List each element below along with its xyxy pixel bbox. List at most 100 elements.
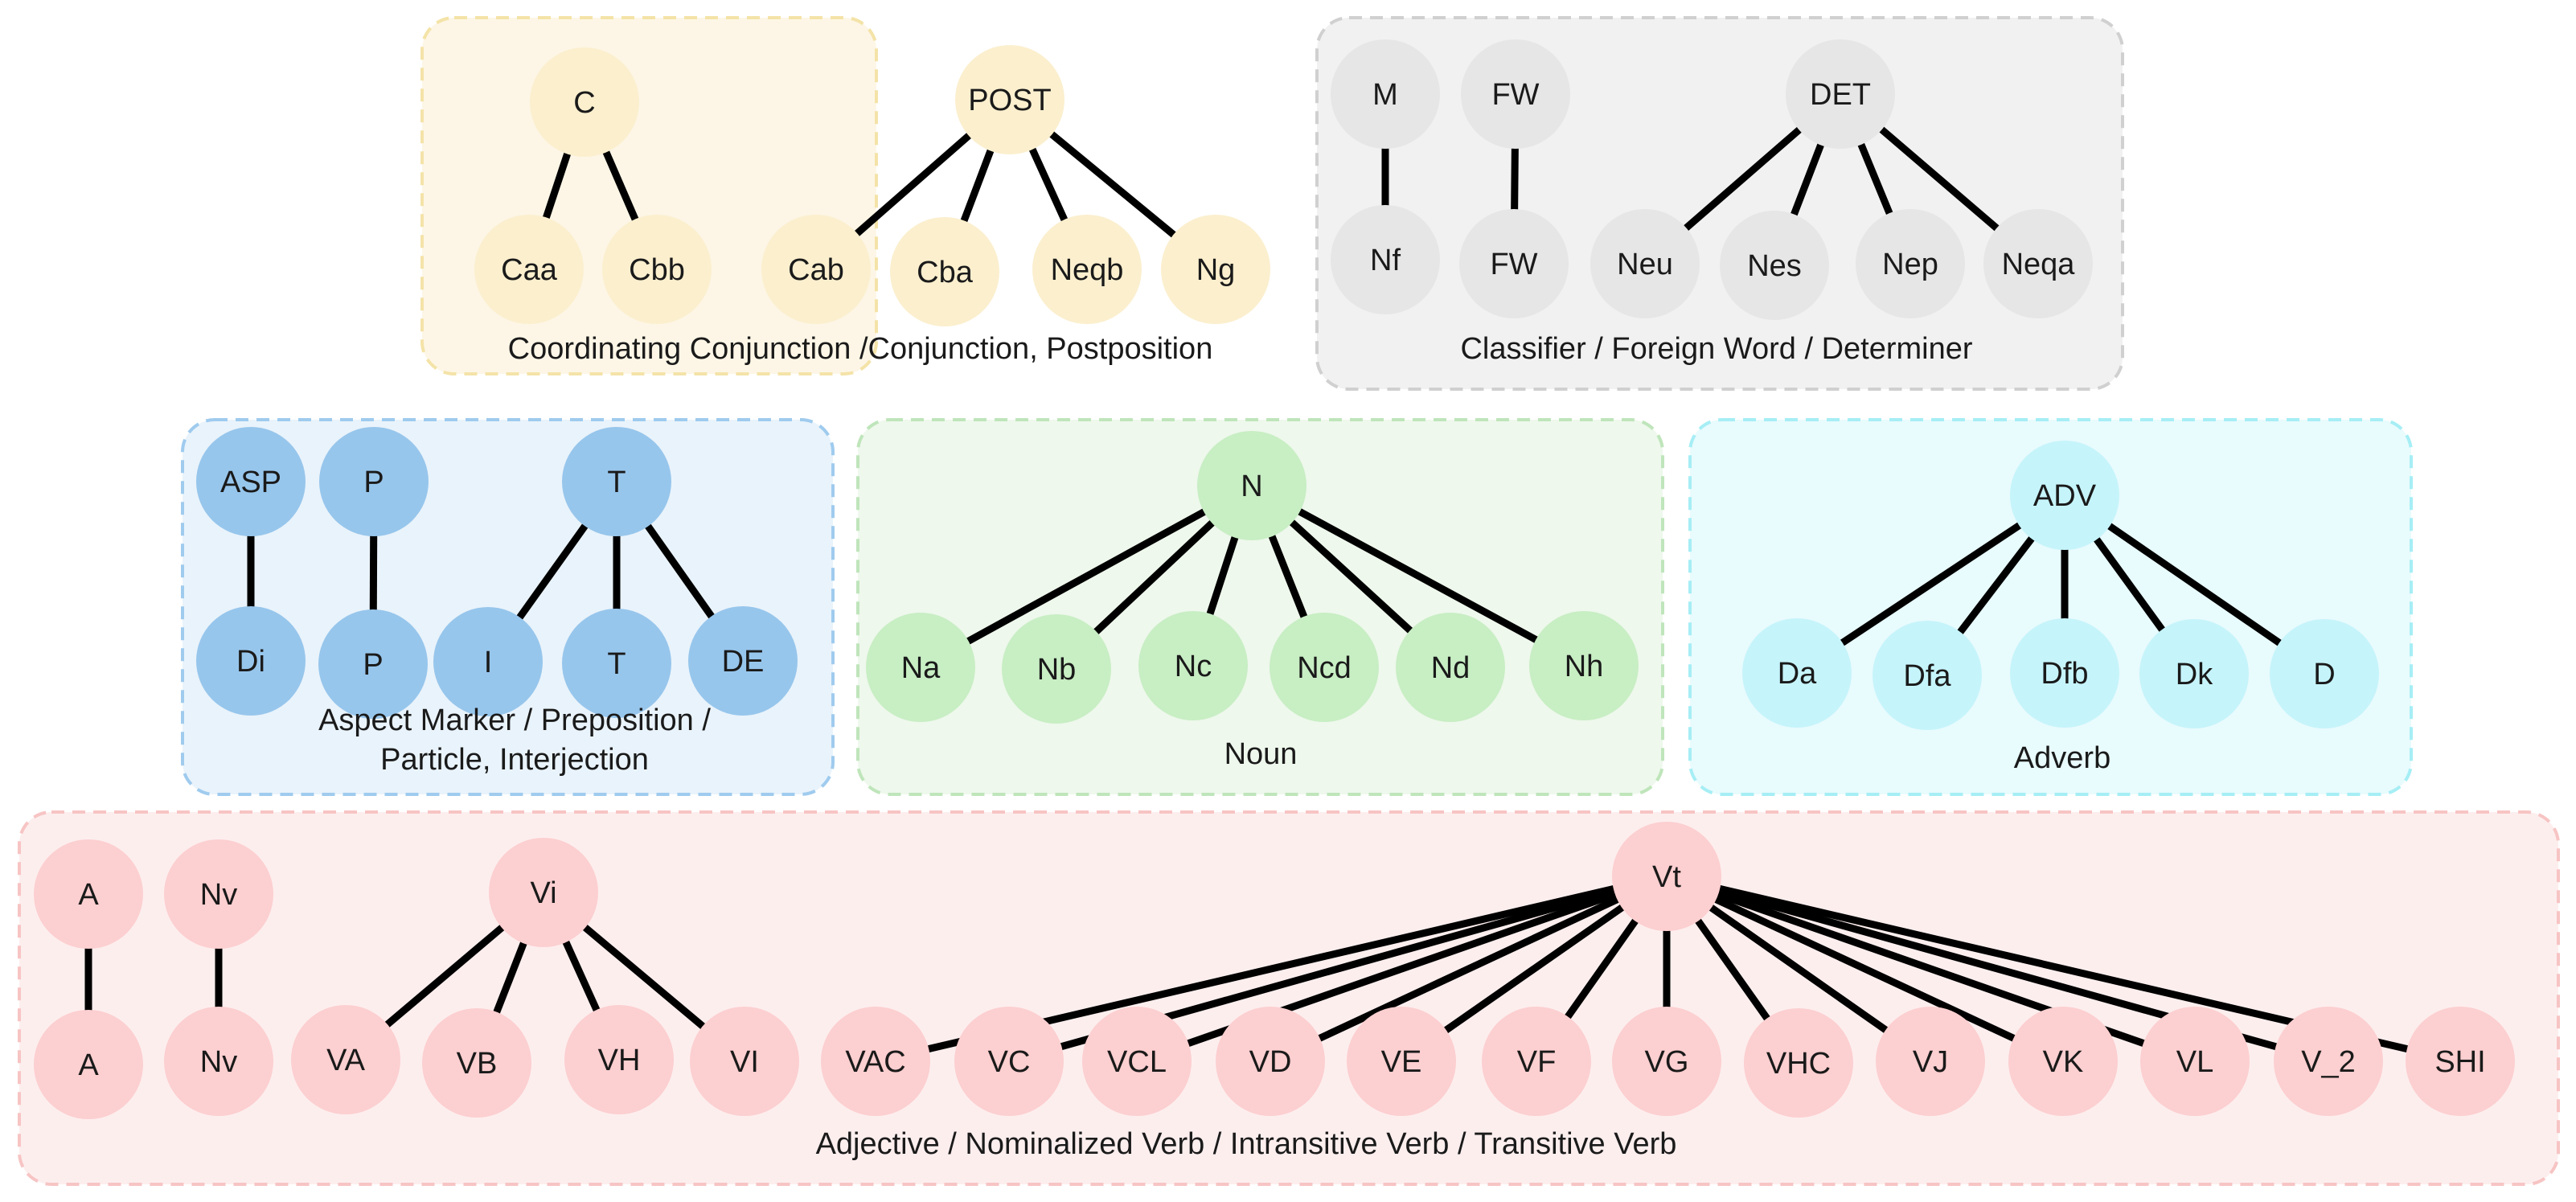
node-I: I	[433, 607, 543, 716]
node-label: Caa	[501, 253, 558, 287]
node-Ng: Ng	[1161, 215, 1270, 324]
node-circle	[319, 427, 429, 536]
node-Nd: Nd	[1396, 613, 1505, 722]
node-VCL: VCL	[1082, 1007, 1192, 1116]
node-label: DET	[1810, 78, 1871, 112]
node-N: N	[1197, 431, 1306, 540]
edge-ADV-Dfa	[1950, 530, 2040, 643]
node-circle	[821, 1007, 930, 1116]
node-circle	[688, 606, 798, 716]
node-circle	[1742, 618, 1852, 728]
node-A1: A	[34, 839, 143, 949]
node-circle	[2406, 1007, 2515, 1116]
node-circle	[318, 609, 428, 719]
node-circle	[489, 838, 598, 947]
node-circle	[1873, 621, 1982, 730]
edge-ADV-D	[2101, 519, 2291, 653]
group-caption: Coordinating Conjunction /Conjunction, P…	[508, 332, 1213, 366]
node-label: Nv	[200, 878, 237, 912]
node-Cbb: Cbb	[602, 215, 712, 324]
node-Nes: Nes	[1720, 211, 1829, 320]
node-Caa: Caa	[474, 215, 584, 324]
node-label: VI	[730, 1045, 759, 1079]
node-circle	[1786, 39, 1895, 149]
node-VD: VD	[1216, 1007, 1325, 1116]
node-circle	[1529, 611, 1639, 720]
node-Nv1: Nv	[164, 839, 273, 949]
node-A2: A	[34, 1010, 143, 1119]
node-label: VHC	[1766, 1047, 1831, 1081]
node-label: Nf	[1370, 244, 1401, 277]
node-label: D	[2313, 658, 2335, 691]
node-label: VAC	[845, 1045, 905, 1079]
node-circle	[1197, 431, 1306, 540]
node-label: Vi	[530, 876, 556, 910]
node-Nv2: Nv	[164, 1007, 273, 1116]
node-label: VF	[1517, 1045, 1557, 1079]
node-label: Neqb	[1051, 253, 1124, 287]
node-circle	[2274, 1007, 2383, 1116]
node-label: VH	[598, 1044, 641, 1077]
edge-Vt-VF	[1558, 912, 1643, 1028]
edge-T1-I	[510, 517, 593, 629]
node-circle	[196, 427, 306, 536]
node-VHC: VHC	[1744, 1008, 1853, 1118]
node-T2: T	[562, 609, 671, 718]
node-circle	[474, 215, 584, 324]
node-circle	[1216, 1007, 1325, 1116]
node-label: Vt	[1652, 860, 1681, 894]
group-caption: Noun	[1224, 737, 1298, 771]
node-VJ: VJ	[1876, 1007, 1985, 1116]
node-label: VB	[457, 1047, 498, 1081]
node-VF: VF	[1482, 1007, 1591, 1116]
node-label: Di	[236, 645, 265, 679]
node-label: Neqa	[2002, 248, 2076, 281]
node-label: VCL	[1107, 1045, 1167, 1079]
node-VH: VH	[564, 1005, 674, 1114]
node-circle	[954, 1007, 1064, 1116]
node-label: ASP	[220, 466, 281, 499]
node-circle	[1590, 209, 1700, 318]
edge-Vt-VE	[1434, 900, 1631, 1040]
edge-Vi-VH	[559, 933, 605, 1022]
edge-FW1-FW2	[1511, 140, 1519, 221]
node-label: Nv	[200, 1045, 237, 1079]
node-circle	[1482, 1007, 1591, 1116]
edge-C-Cbb	[599, 143, 643, 232]
node-circle	[1082, 1007, 1192, 1116]
node-circle	[1983, 209, 2093, 318]
node-label: P	[363, 466, 384, 499]
node-VG: VG	[1612, 1007, 1721, 1116]
node-label: M	[1372, 78, 1398, 112]
edge-Vt-VD	[1308, 892, 1626, 1047]
node-DE: DE	[688, 606, 798, 716]
edge-POST-Cab	[846, 127, 978, 244]
node-circle	[164, 839, 273, 949]
node-Neqa: Neqa	[1983, 209, 2093, 318]
node-circle	[602, 215, 712, 324]
node-Cab: Cab	[761, 215, 871, 324]
edge-N-Na	[957, 504, 1213, 650]
node-circle	[1459, 209, 1569, 318]
node-label: POST	[968, 84, 1051, 117]
node-circle	[1161, 215, 1270, 324]
node-label: T	[607, 647, 626, 681]
edge-N-Nc	[1203, 528, 1241, 626]
node-circle	[2270, 619, 2379, 728]
edge-P1-P2	[369, 527, 378, 622]
node-circle	[1856, 209, 1965, 318]
node-P2: P	[318, 609, 428, 719]
node-circle	[1876, 1007, 1985, 1116]
edge-POST-Cba	[956, 142, 997, 233]
node-VI: VI	[690, 1007, 799, 1116]
node-label: Nes	[1747, 249, 1802, 283]
node-circle	[1270, 613, 1379, 722]
node-circle	[690, 1007, 799, 1116]
node-Nc: Nc	[1138, 611, 1248, 720]
node-circle	[1612, 822, 1721, 931]
